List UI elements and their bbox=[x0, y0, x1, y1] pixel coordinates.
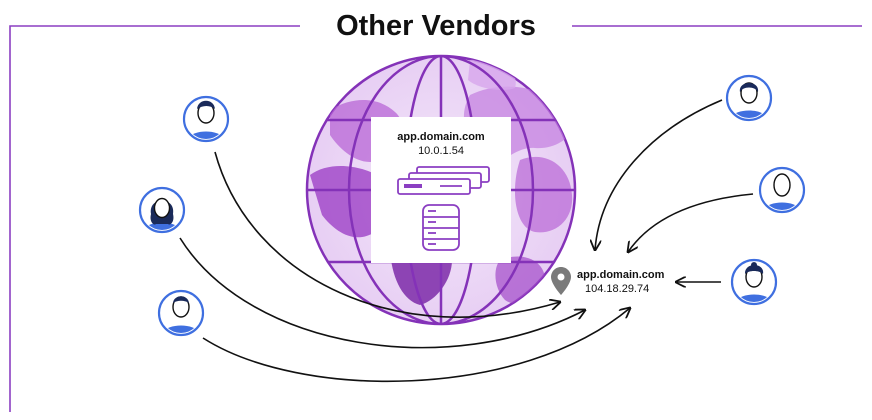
server-rack-icon bbox=[397, 166, 490, 195]
user-avatar-icon bbox=[725, 74, 773, 122]
location-pin-icon bbox=[551, 267, 571, 295]
arrow-user-3 bbox=[202, 308, 630, 383]
origin-hostname: app.domain.com bbox=[397, 131, 485, 143]
arrow-user-2 bbox=[179, 237, 585, 349]
arrow-user-5 bbox=[628, 193, 754, 252]
user-avatar-icon bbox=[758, 166, 806, 214]
arrow-user-1 bbox=[214, 151, 560, 318]
arrow-user-4 bbox=[595, 99, 723, 250]
user-avatar-icon bbox=[138, 186, 186, 234]
edge-ip: 104.18.29.74 bbox=[585, 283, 650, 295]
database-icon bbox=[422, 204, 460, 251]
frame-border bbox=[9, 25, 862, 412]
user-avatar-icon bbox=[182, 95, 230, 143]
edge-hostname: app.domain.com bbox=[577, 269, 665, 281]
origin-ip: 10.0.1.54 bbox=[418, 145, 464, 157]
user-avatar-icon bbox=[730, 258, 778, 306]
user-avatar-icon bbox=[157, 289, 205, 337]
diagram-title: Other Vendors bbox=[300, 8, 572, 44]
